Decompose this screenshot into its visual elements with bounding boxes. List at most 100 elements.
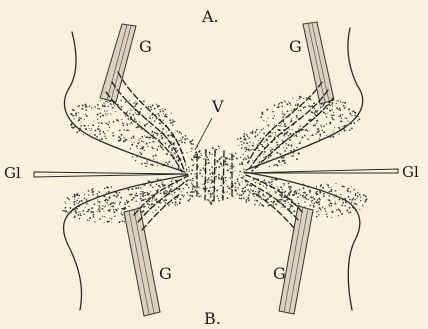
stipple-dot: [331, 205, 332, 206]
stipple-dot: [156, 198, 158, 200]
stipple-dot: [182, 139, 183, 140]
stipple-dot: [140, 108, 141, 109]
stipple-dot: [262, 185, 263, 186]
stipple-dot: [189, 170, 190, 171]
stipple-dot: [104, 222, 105, 223]
stipple-dot: [350, 123, 352, 125]
stipple-dot: [174, 192, 176, 194]
stipple-dot: [144, 163, 146, 165]
stipple-dot: [288, 183, 290, 185]
stipple-dot: [244, 142, 245, 143]
stipple-dot: [147, 146, 148, 147]
stipple-dot: [293, 152, 295, 154]
stipple-dot: [317, 202, 319, 204]
stipple-dot: [290, 105, 291, 106]
stipple-dot: [263, 128, 264, 129]
stipple-dot: [186, 192, 188, 194]
stipple-dot: [236, 178, 238, 180]
stipple-dot: [276, 152, 278, 154]
stipple-dot: [80, 215, 82, 217]
stipple-dot: [218, 166, 220, 168]
stipple-dot: [78, 112, 79, 113]
stipple-dot: [159, 186, 161, 188]
stipple-dot: [215, 170, 216, 171]
stipple-dot: [171, 150, 173, 152]
stipple-dot: [136, 102, 138, 104]
stipple-dot: [225, 158, 226, 159]
stipple-dot: [105, 115, 106, 116]
stipple-dot: [365, 199, 367, 201]
stipple-dot: [311, 202, 312, 203]
stipple-dot: [148, 207, 149, 208]
stipple-dot: [104, 206, 105, 207]
stipple-dot: [120, 213, 121, 214]
stipple-dot: [79, 218, 80, 219]
stipple-dot: [172, 179, 173, 180]
stipple-dot: [302, 184, 304, 186]
stipple-dot: [179, 202, 181, 204]
stipple-dot: [193, 185, 194, 186]
stipple-dot: [171, 194, 172, 195]
stipple-dot: [78, 105, 80, 107]
stipple-dot: [156, 183, 158, 185]
stipple-dot: [283, 121, 284, 122]
stipple-dot: [258, 150, 260, 152]
stipple-dot: [235, 170, 236, 171]
stipple-dot: [188, 167, 189, 168]
stipple-dot: [348, 212, 349, 213]
stipple-dot: [115, 202, 116, 203]
stipple-dot: [94, 204, 96, 206]
stipple-dot: [331, 103, 332, 104]
stipple-dot: [344, 130, 346, 132]
stipple-dot: [265, 156, 267, 158]
stipple-dot: [175, 201, 177, 203]
stipple-dot: [242, 181, 243, 182]
stipple-dot: [256, 200, 258, 202]
stipple-dot: [246, 142, 248, 144]
stipple-dot: [76, 208, 78, 210]
stipple-dot: [362, 205, 363, 206]
stipple-dot: [177, 159, 179, 161]
stipple-dot: [248, 194, 250, 196]
stipple-dot: [133, 142, 134, 143]
stipple-dot: [304, 201, 305, 202]
stipple-dot: [359, 209, 360, 210]
stipple-dot: [78, 117, 80, 119]
stipple-dot: [106, 123, 107, 124]
stipple-dot: [117, 194, 119, 196]
stipple-dot: [107, 124, 109, 126]
stipple-dot: [253, 143, 254, 144]
stipple-dot: [141, 128, 143, 130]
stipple-dot: [102, 104, 103, 105]
stipple-dot: [260, 138, 261, 139]
stipple-dot: [344, 205, 346, 207]
stipple-dot: [122, 122, 124, 124]
stipple-dot: [211, 176, 212, 177]
stipple-dot: [259, 183, 261, 185]
stipple-dot: [71, 212, 72, 213]
stipple-dot: [274, 178, 276, 180]
stipple-dot: [100, 116, 101, 117]
stipple-dot: [340, 212, 341, 213]
stipple-dot: [246, 185, 247, 186]
stipple-dot: [91, 136, 93, 138]
stipple-dot: [170, 189, 172, 191]
stipple-dot: [154, 108, 156, 110]
stipple-dot: [158, 113, 160, 115]
stipple-dot: [192, 178, 193, 179]
stipple-dot: [154, 148, 155, 149]
stipple-dot: [171, 186, 173, 188]
stipple-dot: [320, 108, 321, 109]
stipple-dot: [157, 161, 158, 162]
stipple-dot: [243, 176, 244, 177]
stipple-dot: [76, 202, 77, 203]
stipple-dot: [229, 158, 231, 160]
stipple-dot: [88, 125, 89, 126]
stipple-dot: [353, 189, 355, 191]
stipple-dot: [243, 197, 245, 199]
stipple-dot: [119, 221, 121, 223]
stipple-dot: [122, 208, 124, 210]
stipple-dot: [202, 184, 203, 185]
stipple-dot: [160, 193, 161, 194]
stipple-dot: [332, 106, 333, 107]
